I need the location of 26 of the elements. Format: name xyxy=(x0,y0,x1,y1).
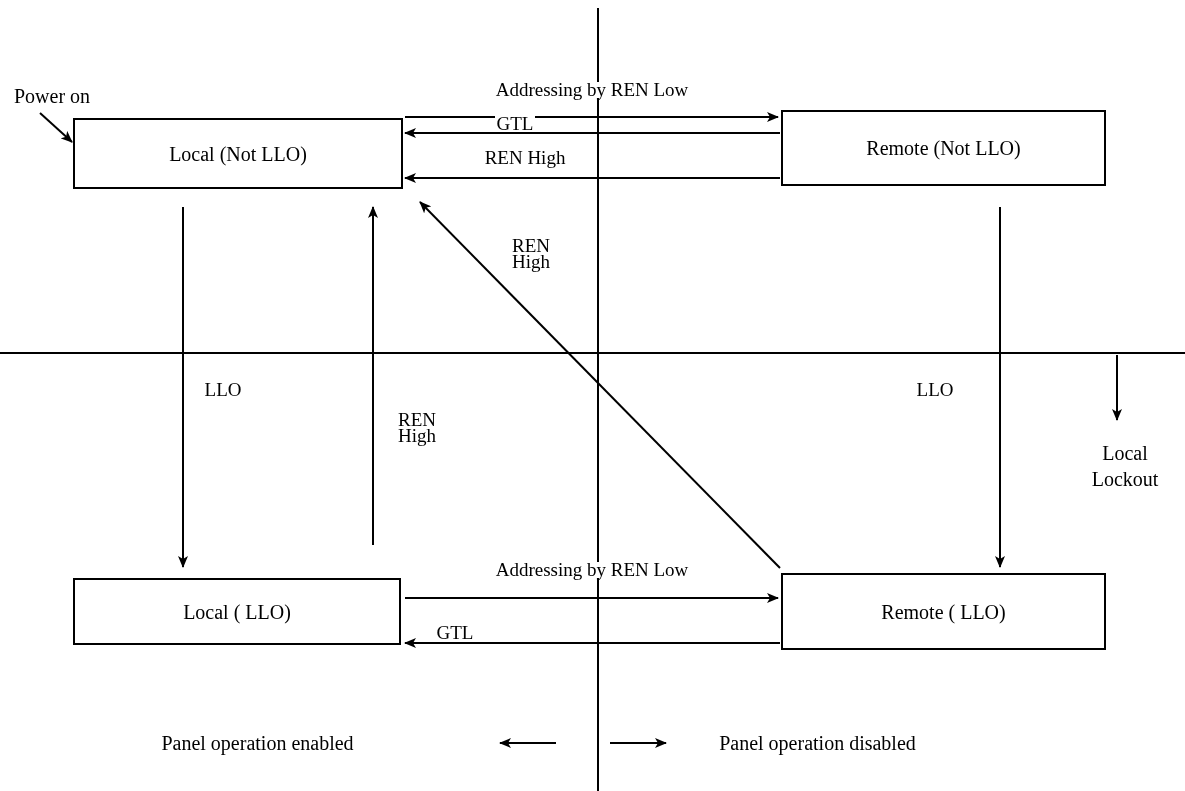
state-label: Remote ( LLO) xyxy=(881,599,1006,624)
edge-label: REN High xyxy=(482,150,568,166)
node-label: Power on xyxy=(4,82,100,110)
state-label: Local (Not LLO) xyxy=(169,141,307,166)
state-label: Local ( LLO) xyxy=(183,599,291,624)
state-box xyxy=(781,110,1106,186)
arrow xyxy=(419,201,781,569)
arrow xyxy=(368,206,378,546)
arrow xyxy=(39,112,73,143)
arrow xyxy=(404,638,781,648)
state-box xyxy=(73,118,403,189)
state-label: Remote (Not LLO) xyxy=(866,136,1021,160)
state-box xyxy=(73,578,401,645)
edge-label: LLO xyxy=(202,382,244,398)
edge-label: LLO xyxy=(914,382,956,398)
arrow xyxy=(995,206,1005,568)
arrow xyxy=(404,593,779,603)
edge-label: Addressing by REN Low xyxy=(493,562,691,578)
state-box xyxy=(781,573,1106,650)
arrow xyxy=(404,128,781,138)
arrow xyxy=(404,112,779,122)
edge-label: GTL xyxy=(494,116,536,132)
arrow xyxy=(404,173,781,183)
arrow xyxy=(178,206,188,568)
edge-label: GTL xyxy=(434,625,476,641)
edge-label: Addressing by REN Low xyxy=(493,82,691,98)
